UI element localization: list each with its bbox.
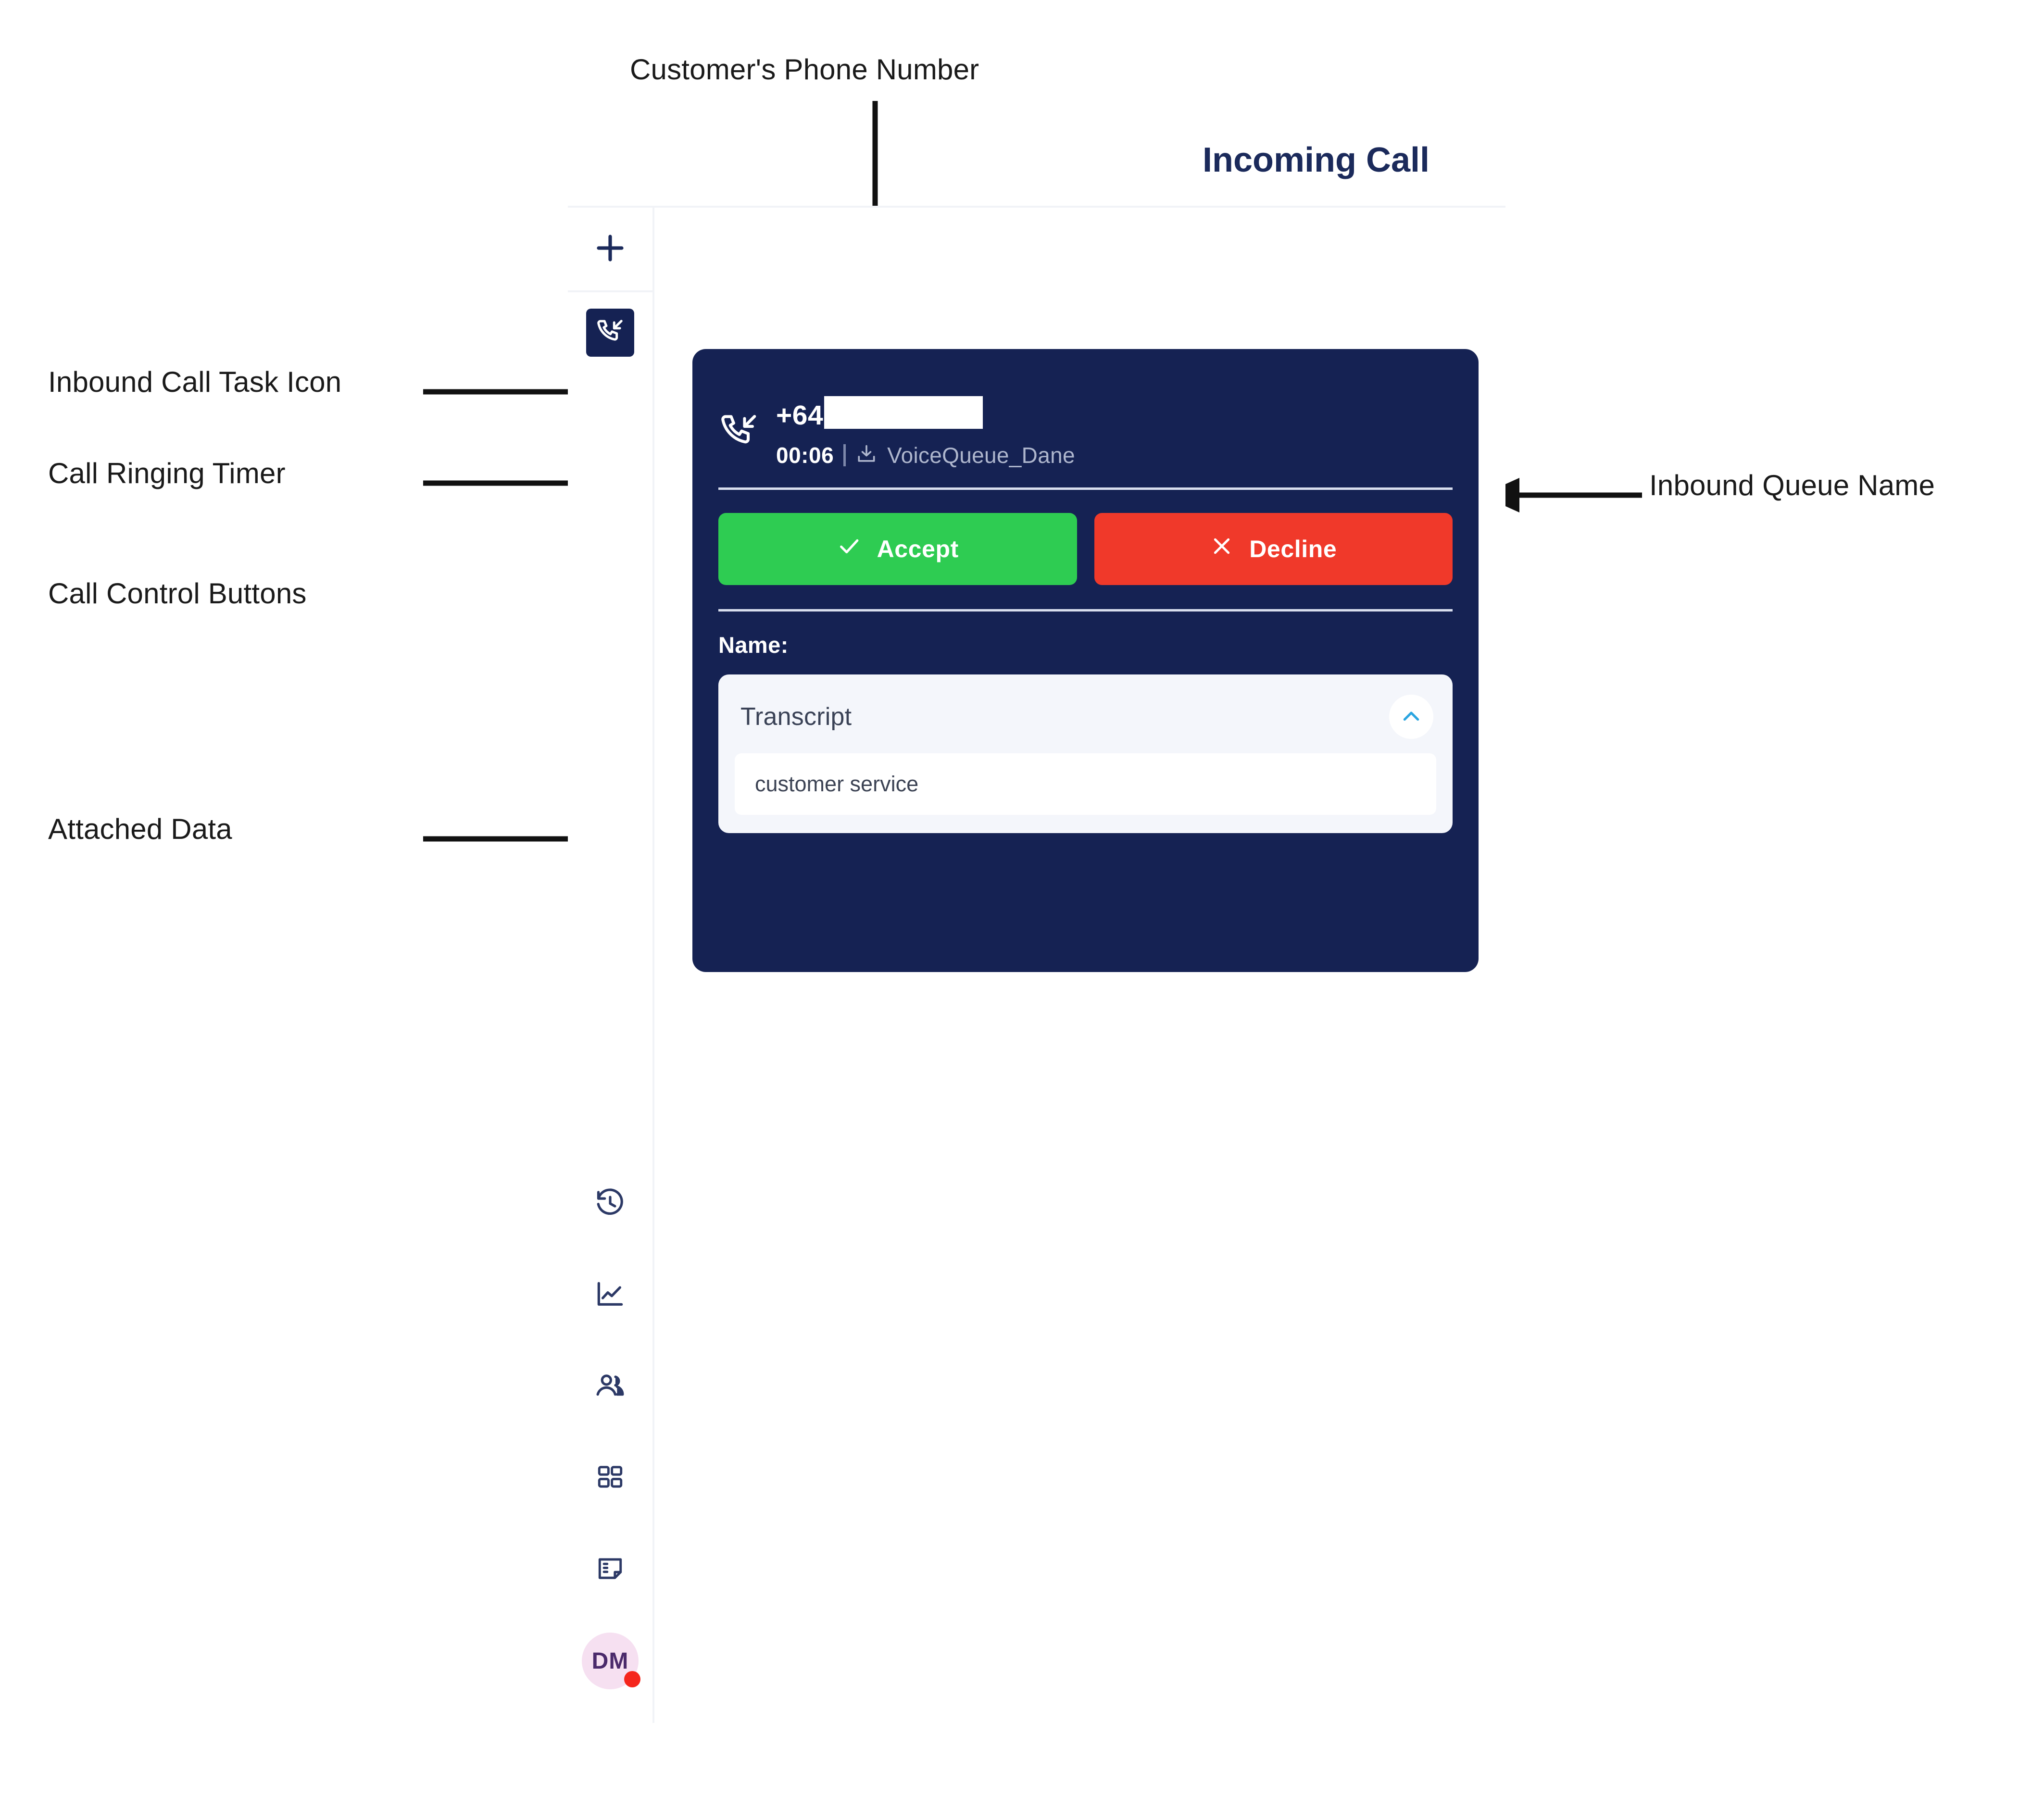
transcript-title: Transcript bbox=[740, 703, 852, 731]
annotation-arrow-left-queue-name bbox=[1481, 478, 1642, 512]
apps-grid-icon bbox=[595, 1462, 625, 1495]
inbox-download-icon bbox=[855, 443, 878, 468]
chevron-up-icon bbox=[1399, 704, 1423, 730]
sidebar-item-notes[interactable] bbox=[568, 1524, 652, 1615]
add-task-button[interactable] bbox=[568, 208, 652, 292]
sidebar-item-apps[interactable] bbox=[568, 1433, 652, 1524]
annotation-label-inbound-call-task-icon: Inbound Call Task Icon bbox=[48, 366, 342, 398]
call-meta: 00:06 VoiceQueue_Dane bbox=[776, 442, 1075, 468]
task-tile-active bbox=[586, 309, 634, 357]
annotation-label-attached-data: Attached Data bbox=[48, 813, 232, 845]
sidebar: DM bbox=[568, 208, 654, 1723]
contacts-people-icon bbox=[594, 1370, 626, 1404]
transcript-header: Transcript bbox=[735, 691, 1436, 753]
sidebar-nav: DM bbox=[568, 1159, 652, 1723]
call-control-buttons: Accept Decline bbox=[718, 490, 1453, 609]
sidebar-item-history[interactable] bbox=[568, 1159, 652, 1250]
call-ringing-timer: 00:06 bbox=[776, 443, 834, 468]
transcript-entry: customer service bbox=[735, 753, 1436, 815]
contact-center-panel: Incoming Call bbox=[568, 141, 1505, 1723]
sidebar-item-inbound-call-task[interactable] bbox=[568, 292, 652, 357]
history-icon bbox=[594, 1187, 626, 1222]
call-card-header: +64 00:06 VoiceQueue_Dane bbox=[718, 377, 1453, 487]
annotation-label-call-control-buttons: Call Control Buttons bbox=[48, 577, 307, 610]
annotation-label-call-ringing-timer: Call Ringing Timer bbox=[48, 457, 286, 489]
customer-phone-number: +64 bbox=[776, 396, 1075, 432]
avatar-initials: DM bbox=[591, 1648, 629, 1674]
analytics-line-chart-icon bbox=[594, 1279, 626, 1313]
divider-top bbox=[718, 487, 1453, 490]
divider-bottom bbox=[718, 609, 1453, 611]
annotation-label-inbound-queue-name: Inbound Queue Name bbox=[1649, 469, 1935, 501]
incoming-call-card: +64 00:06 VoiceQueue_Dane bbox=[692, 349, 1479, 972]
avatar-circle: DM bbox=[582, 1633, 640, 1689]
notes-icon bbox=[595, 1554, 625, 1586]
sidebar-item-contacts[interactable] bbox=[568, 1341, 652, 1433]
transcript-collapse-button[interactable] bbox=[1389, 695, 1433, 739]
annotation-label-customer-phone: Customer's Phone Number bbox=[630, 53, 979, 86]
accept-button-label: Accept bbox=[877, 536, 959, 562]
status-badge bbox=[624, 1671, 640, 1687]
attached-data-name-label: Name: bbox=[718, 632, 789, 658]
phone-redaction-block bbox=[824, 396, 983, 429]
phone-prefix: +64 bbox=[776, 400, 824, 431]
check-icon bbox=[837, 534, 862, 564]
meta-separator bbox=[843, 444, 846, 466]
decline-button-label: Decline bbox=[1249, 536, 1337, 562]
avatar[interactable]: DM bbox=[568, 1615, 652, 1707]
transcript-panel: Transcript customer service bbox=[718, 674, 1453, 833]
inbound-call-icon bbox=[718, 411, 760, 454]
sidebar-item-analytics[interactable] bbox=[568, 1250, 652, 1341]
inbound-call-icon bbox=[595, 317, 625, 349]
page-title: Incoming Call bbox=[1203, 141, 1430, 179]
inbound-queue-name: VoiceQueue_Dane bbox=[887, 443, 1075, 468]
decline-button[interactable]: Decline bbox=[1094, 513, 1453, 585]
accept-button[interactable]: Accept bbox=[718, 513, 1077, 585]
plus-icon bbox=[593, 231, 627, 268]
close-icon bbox=[1210, 534, 1234, 564]
